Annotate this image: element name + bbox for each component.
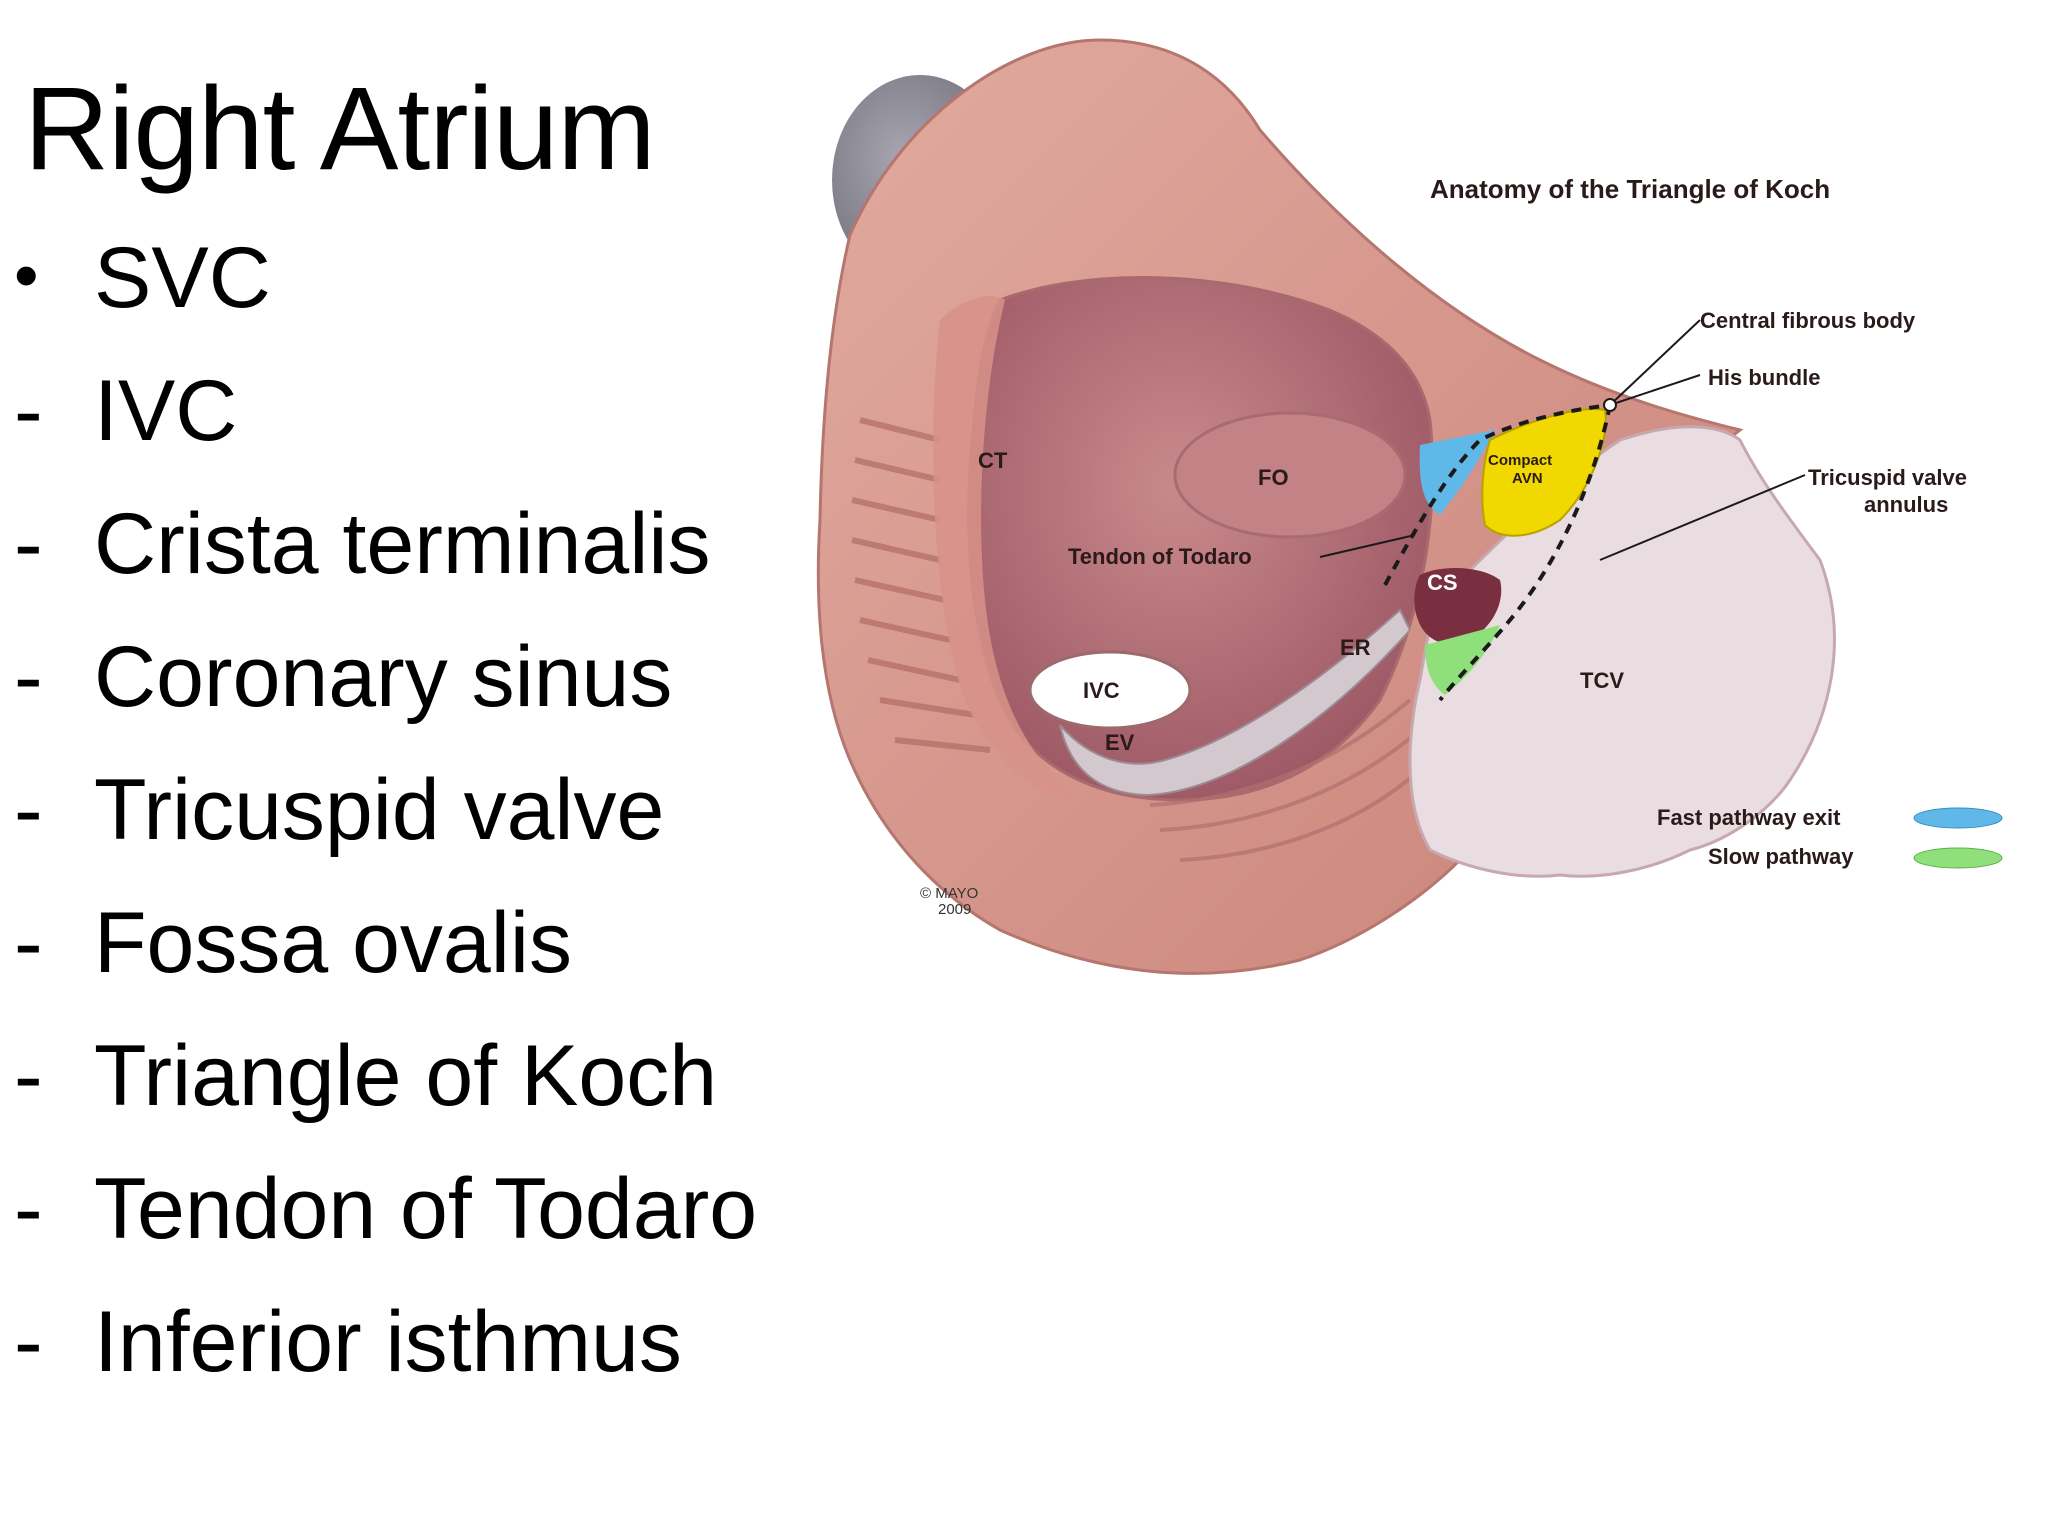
list-item-text: Inferior isthmus bbox=[94, 1294, 682, 1390]
list-item: -Tricuspid valve bbox=[14, 760, 757, 893]
list-item: -Inferior isthmus bbox=[14, 1292, 757, 1425]
label-his-bundle: His bundle bbox=[1708, 365, 1820, 390]
fossa-ovalis bbox=[1173, 411, 1407, 539]
compact-avn-region bbox=[1481, 408, 1607, 537]
eustachian-valve bbox=[1059, 608, 1412, 797]
isthmus-ridges bbox=[1149, 698, 1432, 862]
topic-list: •SVC -IVC -Crista terminalis -Coronary s… bbox=[14, 228, 757, 1425]
label-compact: Compact bbox=[1488, 452, 1552, 469]
koch-triangle-border bbox=[1438, 404, 1612, 702]
bullet-marker: - bbox=[14, 895, 43, 991]
legend-label-slow-pathway: Slow pathway bbox=[1708, 844, 1854, 869]
list-item: -Triangle of Koch bbox=[14, 1026, 757, 1159]
bullet-marker: - bbox=[14, 363, 43, 459]
label-tcv: TCV bbox=[1580, 668, 1624, 693]
his-bundle-marker bbox=[1603, 398, 1617, 412]
bullet-marker: - bbox=[14, 496, 43, 592]
atrial-cavity bbox=[967, 276, 1435, 802]
list-item-text: IVC bbox=[94, 363, 238, 459]
list-item: -IVC bbox=[14, 361, 757, 494]
list-item-text: Triangle of Koch bbox=[94, 1028, 718, 1124]
label-ivc: IVC bbox=[1083, 678, 1120, 703]
label-ct: CT bbox=[978, 448, 1008, 473]
fast-pathway-region bbox=[1419, 430, 1495, 515]
list-item: -Tendon of Todaro bbox=[14, 1159, 757, 1292]
bullet-marker: - bbox=[14, 1161, 43, 1257]
koch-triangle-border bbox=[1383, 403, 1611, 586]
credit-line-1: © MAYO bbox=[920, 885, 978, 902]
list-item-text: Coronary sinus bbox=[94, 629, 673, 725]
list-item-text: Tendon of Todaro bbox=[94, 1161, 758, 1257]
slow-pathway-region bbox=[1425, 625, 1500, 695]
list-item-text: Crista terminalis bbox=[94, 496, 711, 592]
label-er: ER bbox=[1340, 635, 1371, 660]
coronary-sinus bbox=[1414, 568, 1502, 644]
pectinate-muscles bbox=[851, 417, 991, 753]
list-item-text: Fossa ovalis bbox=[94, 895, 572, 991]
label-ev: EV bbox=[1105, 730, 1135, 755]
bullet-marker: - bbox=[14, 629, 43, 725]
label-central-fibrous-body: Central fibrous body bbox=[1700, 308, 1916, 333]
figure-heading: Anatomy of the Triangle of Koch bbox=[1430, 174, 1830, 204]
label-tendon-of-todaro: Tendon of Todaro bbox=[1068, 544, 1252, 569]
bullet-marker: - bbox=[14, 1028, 43, 1124]
label-cs: CS bbox=[1427, 570, 1458, 595]
crista-band bbox=[933, 296, 1080, 800]
slide-title: Right Atrium bbox=[24, 63, 656, 195]
legend-swatch-fast-pathway bbox=[1913, 807, 2003, 829]
label-annulus: annulus bbox=[1864, 492, 1948, 517]
figure-legend: Fast pathway exit Slow pathway bbox=[1657, 805, 2003, 869]
label-tricuspid-valve: Tricuspid valve bbox=[1808, 465, 1967, 490]
label-leader-lines bbox=[1319, 319, 1806, 561]
legend-label-fast-pathway: Fast pathway exit bbox=[1657, 805, 1841, 830]
label-fo: FO bbox=[1258, 465, 1289, 490]
list-item-text: SVC bbox=[94, 230, 271, 326]
bullet-marker: - bbox=[14, 762, 43, 858]
tricuspid-valve bbox=[1408, 425, 1836, 878]
credit-line-2: 2009 bbox=[938, 901, 971, 918]
bullet-marker: • bbox=[14, 236, 39, 314]
bullet-marker: - bbox=[14, 1294, 43, 1390]
legend-swatch-slow-pathway bbox=[1913, 847, 2003, 869]
list-item-text: Tricuspid valve bbox=[94, 762, 665, 858]
list-item: -Coronary sinus bbox=[14, 627, 757, 760]
list-item: -Crista terminalis bbox=[14, 494, 757, 627]
ivc-opening bbox=[1028, 650, 1192, 730]
label-avn: AVN bbox=[1512, 470, 1543, 487]
list-item: • SVC bbox=[14, 228, 757, 361]
list-item: -Fossa ovalis bbox=[14, 893, 757, 1026]
